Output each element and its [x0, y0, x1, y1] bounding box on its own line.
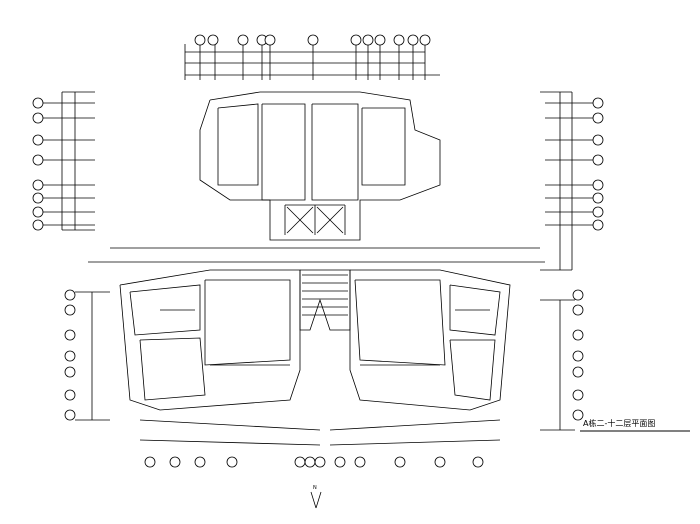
grid-bubble-left-7 — [32, 206, 44, 218]
grid-bubble-right-5 — [592, 179, 604, 191]
grid-bubble-top-8 — [362, 34, 374, 46]
north-arrow-left — [310, 491, 317, 509]
room-outline — [217, 103, 259, 186]
grid-bubble-bottom-8 — [334, 456, 346, 468]
grid-bubble-right-7 — [592, 206, 604, 218]
north-arrow-right — [315, 491, 322, 509]
grid-bubble-left-6 — [32, 192, 44, 204]
elevator-cross — [316, 206, 344, 234]
grid-bubble-bottom-11 — [434, 456, 446, 468]
grid-bubble-wing-right-7 — [572, 409, 584, 421]
room-outline — [204, 279, 291, 366]
drawing-title: A栋二-十二层平面图 — [583, 418, 655, 428]
grid-bubble-left-4 — [32, 154, 44, 166]
grid-bubble-wing-left-5 — [64, 366, 76, 378]
grid-bubble-wing-right-6 — [572, 389, 584, 401]
grid-bubble-bottom-5 — [294, 456, 306, 468]
grid-bubble-top-10 — [393, 34, 405, 46]
drawing-linework — [40, 44, 600, 446]
grid-bubble-wing-right-1 — [572, 289, 584, 301]
dimension-line — [139, 439, 321, 446]
grid-bubble-bottom-2 — [169, 456, 181, 468]
grid-bubble-wing-left-1 — [64, 289, 76, 301]
grid-bubble-top-9 — [374, 34, 386, 46]
stair-core — [299, 269, 351, 331]
grid-bubble-wing-left-6 — [64, 389, 76, 401]
left-wing-outline — [119, 269, 301, 411]
room-outline — [129, 284, 201, 336]
grid-bubble-bottom-10 — [394, 456, 406, 468]
grid-bubble-top-3 — [237, 34, 249, 46]
grid-bubble-right-2 — [592, 112, 604, 124]
room-outline — [361, 107, 406, 186]
room-outline — [139, 337, 206, 401]
dimension-line — [329, 419, 501, 431]
grid-bubble-wing-left-3 — [64, 329, 76, 341]
grid-bubble-wing-right-3 — [572, 329, 584, 341]
grid-bubble-bottom-9 — [354, 456, 366, 468]
grid-bubble-top-12 — [419, 34, 431, 46]
grid-bubble-bottom-1 — [144, 456, 156, 468]
grid-bubble-wing-left-7 — [64, 409, 76, 421]
grid-bubble-left-3 — [32, 134, 44, 146]
room-outline — [449, 339, 496, 401]
grid-bubble-wing-right-4 — [572, 350, 584, 362]
grid-bubble-right-3 — [592, 134, 604, 146]
grid-bubble-right-4 — [592, 154, 604, 166]
grid-bubble-wing-right-5 — [572, 366, 584, 378]
grid-bubble-bottom-12 — [472, 456, 484, 468]
grid-bubble-top-1 — [194, 34, 206, 46]
grid-bubble-left-2 — [32, 112, 44, 124]
grid-bubble-wing-right-2 — [572, 304, 584, 316]
grid-bubble-top-6 — [307, 34, 319, 46]
grid-bubble-left-8 — [32, 219, 44, 231]
grid-bubble-right-6 — [592, 192, 604, 204]
grid-bubble-left-1 — [32, 97, 44, 109]
grid-bubble-top-2 — [207, 34, 219, 46]
elevator-cross — [286, 206, 314, 234]
grid-bubble-top-5 — [264, 34, 276, 46]
grid-bubbles — [32, 34, 604, 468]
grid-bubble-bottom-4 — [226, 456, 238, 468]
dimension-line — [139, 419, 321, 431]
room-outline — [449, 284, 501, 336]
grid-bubble-right-8 — [592, 219, 604, 231]
grid-bubble-right-1 — [592, 97, 604, 109]
north-arrow-label: N — [313, 485, 317, 491]
grid-bubble-wing-left-4 — [64, 350, 76, 362]
room-outline — [354, 279, 446, 366]
grid-bubble-bottom-7 — [314, 456, 326, 468]
right-wing-outline — [349, 269, 511, 411]
upper-block-outline — [199, 91, 441, 241]
grid-bubble-top-11 — [407, 34, 419, 46]
grid-bubble-top-7 — [350, 34, 362, 46]
room-outline — [261, 103, 306, 201]
dimension-line — [329, 439, 501, 446]
grid-bubble-bottom-6 — [304, 456, 316, 468]
grid-bubble-left-5 — [32, 179, 44, 191]
grid-bubble-wing-left-2 — [64, 304, 76, 316]
grid-bubble-bottom-3 — [194, 456, 206, 468]
room-outline — [311, 103, 359, 201]
